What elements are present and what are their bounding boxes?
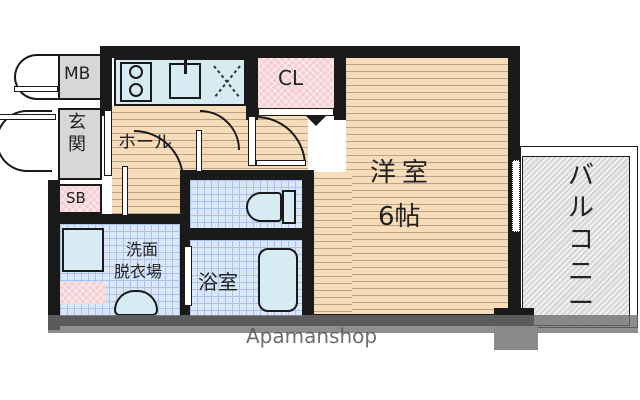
toilet-wall-right bbox=[302, 170, 314, 316]
closet-wall-right bbox=[334, 58, 346, 120]
entrance-label: 玄関 bbox=[68, 112, 86, 155]
watermark-band bbox=[48, 315, 638, 333]
mb-storage bbox=[58, 54, 102, 100]
sb-label: SB bbox=[66, 189, 86, 207]
western-room-size: 6帖 bbox=[378, 202, 421, 232]
closet bbox=[258, 58, 334, 110]
toilet-door-leaf bbox=[196, 130, 202, 172]
sb-storage bbox=[58, 184, 102, 214]
western-room-floor-lower bbox=[312, 172, 352, 314]
balcony-label: バルコニー bbox=[567, 161, 594, 319]
toilet-bowl bbox=[246, 192, 282, 222]
closet-label: CL bbox=[278, 66, 304, 90]
washroom-storage bbox=[60, 282, 106, 304]
western-room-floor bbox=[346, 58, 508, 314]
entrance-door-swing bbox=[0, 110, 52, 172]
entrance-door-leaf bbox=[0, 114, 56, 120]
western-room-label: 洋室 bbox=[370, 158, 435, 188]
room-door-leaf bbox=[256, 160, 306, 166]
x-mark-icon bbox=[213, 65, 241, 99]
bathroom-label: 浴室 bbox=[198, 270, 238, 294]
appliance-space bbox=[210, 62, 244, 102]
wall-top bbox=[100, 46, 520, 58]
watermark-text: Apamanshop bbox=[246, 324, 378, 348]
washing-machine bbox=[62, 228, 104, 272]
closet-door bbox=[258, 108, 334, 116]
burner-icon bbox=[129, 83, 143, 97]
closet-door-arrow-icon bbox=[306, 116, 326, 126]
washroom-door-leaf bbox=[122, 166, 128, 216]
mb-label: MB bbox=[64, 64, 91, 84]
washroom-label-1: 洗面 bbox=[126, 240, 159, 259]
toilet-tank bbox=[282, 190, 296, 224]
toilet-wall bbox=[180, 170, 314, 180]
bathtub bbox=[258, 248, 298, 312]
balcony-window bbox=[512, 160, 520, 232]
entrance-area bbox=[58, 108, 102, 180]
washroom-label-2: 脱衣場 bbox=[114, 262, 163, 281]
faucet-icon bbox=[184, 60, 187, 74]
burner-icon bbox=[129, 65, 143, 79]
wall-left-kitchen bbox=[100, 46, 112, 116]
closet-wall-left bbox=[246, 58, 258, 120]
mb-door-swing bbox=[14, 54, 58, 100]
wall-left-lower bbox=[48, 180, 60, 330]
toilet-wall-left bbox=[180, 170, 190, 316]
mb-door-leaf bbox=[14, 86, 58, 92]
toilet-bath-divider bbox=[190, 228, 302, 240]
balcony bbox=[522, 156, 630, 326]
room-door-frame bbox=[248, 116, 256, 166]
entrance-step bbox=[104, 110, 112, 176]
watermark-pillar bbox=[494, 326, 538, 350]
washroom-top-wall bbox=[58, 214, 182, 224]
bathroom-door bbox=[184, 246, 192, 306]
